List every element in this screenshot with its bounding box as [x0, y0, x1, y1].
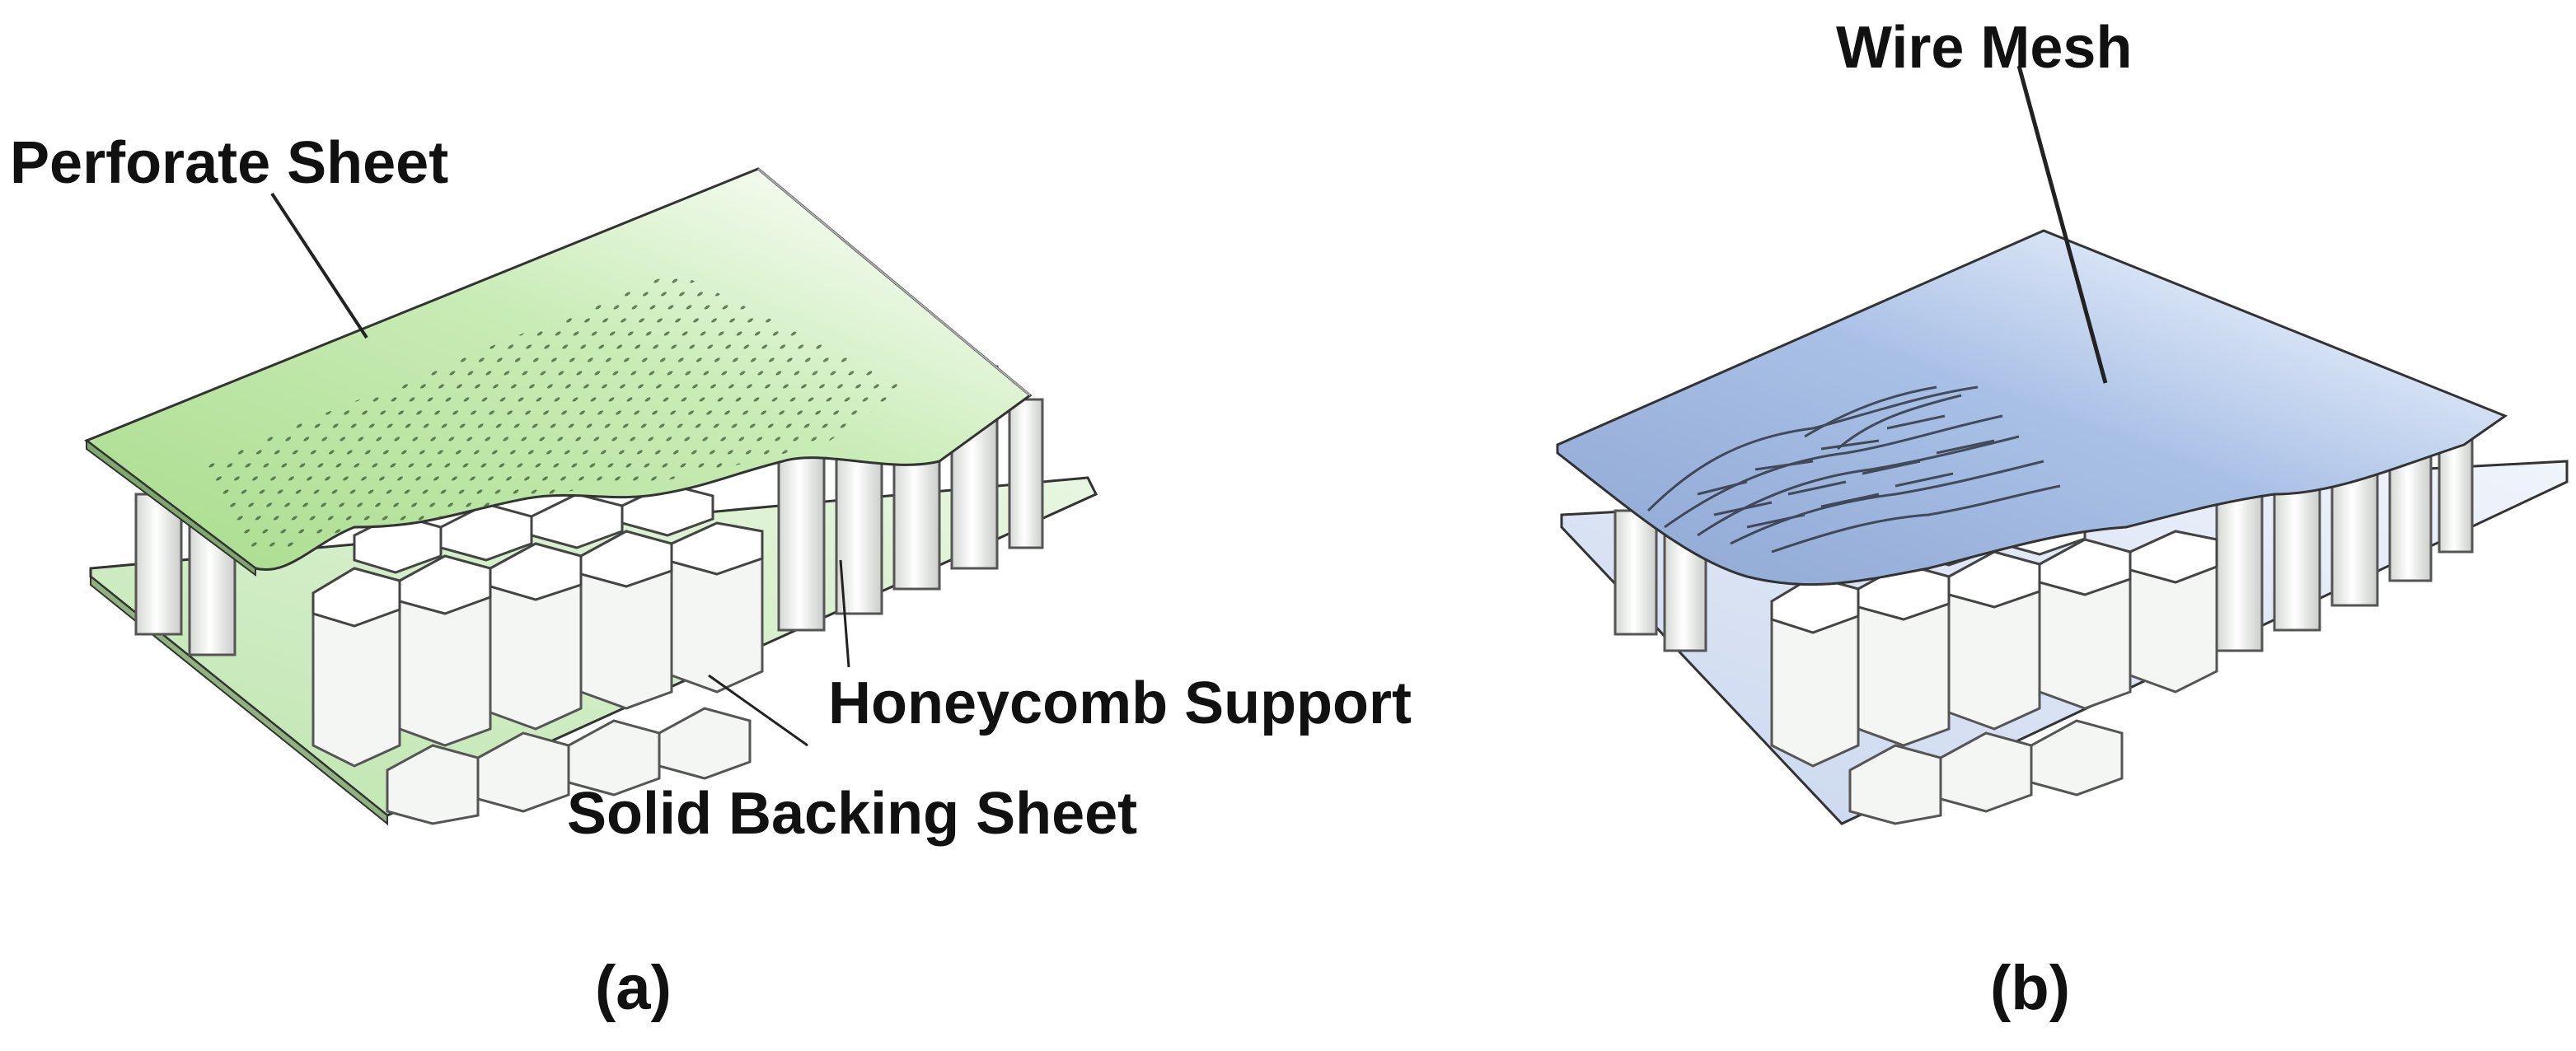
panel-a-illustration: Perforate Sheet Honeycomb Support Solid …: [10, 130, 1412, 1023]
honeycomb-support-b: [1614, 435, 2474, 825]
perforation-dots: [206, 272, 906, 554]
panel-b-illustration: Wire Mesh (b): [1556, 15, 2569, 1023]
perforate-sheet-edge: [86, 438, 256, 577]
panel-b-label: (b): [1990, 953, 2070, 1023]
callout-perforate-sheet: Perforate Sheet: [10, 130, 448, 196]
leader-honeycomb-support: [839, 559, 850, 668]
callout-honeycomb-support: Honeycomb Support: [828, 670, 1412, 736]
callout-wire-mesh: Wire Mesh: [1836, 15, 2132, 81]
leader-perforate-sheet: [270, 192, 368, 339]
wire-mesh-fibers: [1646, 385, 2061, 554]
backing-sheet-edge: [90, 574, 388, 826]
callout-solid-backing-sheet: Solid Backing Sheet: [567, 781, 1137, 847]
leader-wire-mesh: [2016, 65, 2108, 384]
panel-a-label: (a): [595, 953, 672, 1023]
wire-mesh-sheet: [1556, 229, 2508, 586]
leader-solid-backing-sheet: [708, 674, 808, 747]
